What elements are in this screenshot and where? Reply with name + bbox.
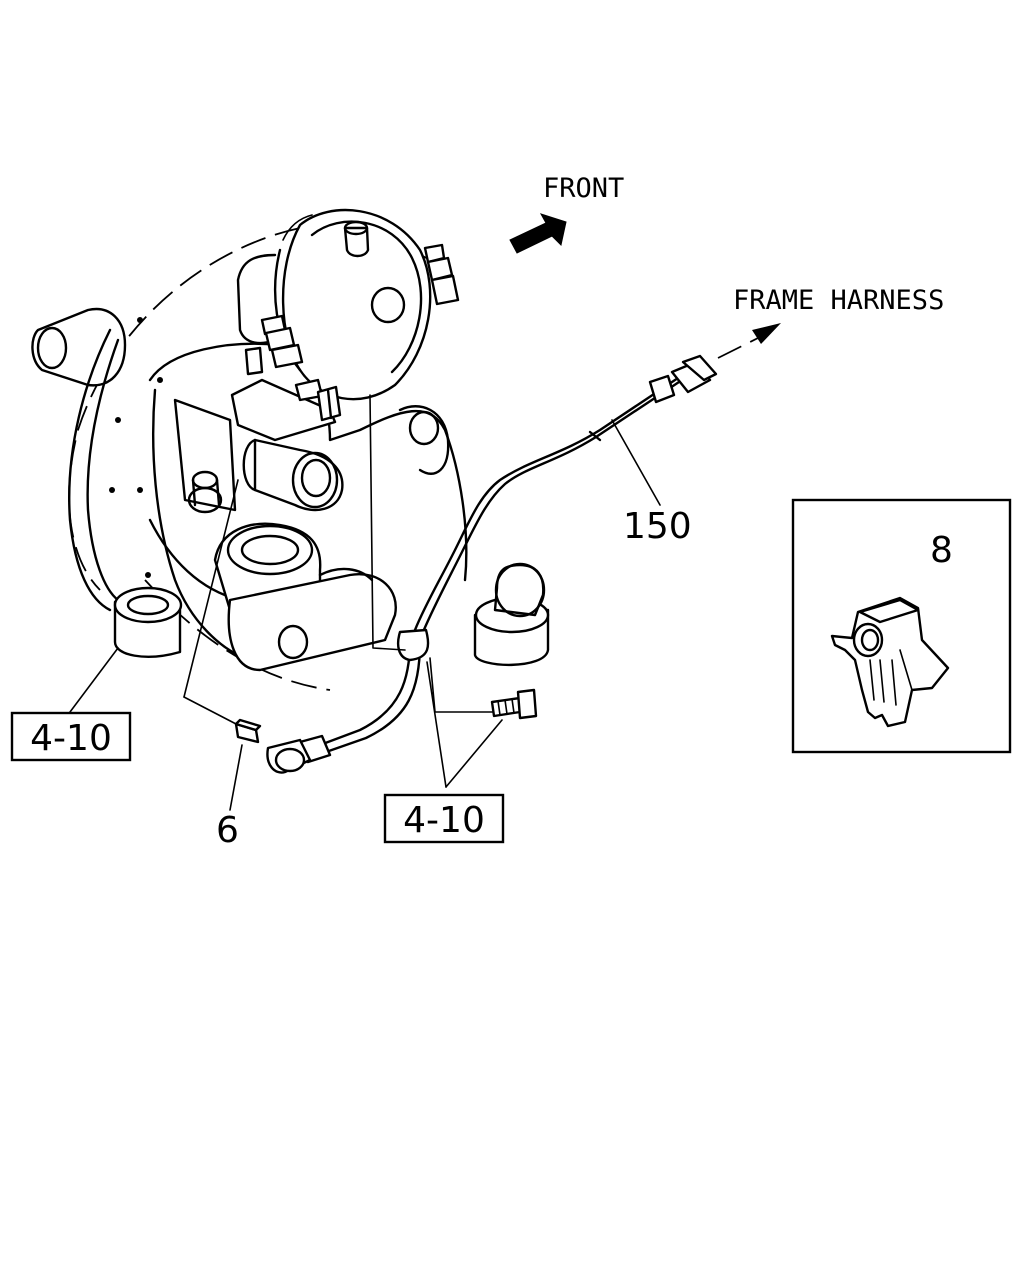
inset-detail: 8 [791,498,1012,754]
ref-box-left-label: 4-10 [30,718,112,759]
part-6-label: 6 [216,810,239,851]
part-8-label: 8 [930,530,953,571]
sensor-harness [266,354,718,774]
axle-stub [31,307,127,387]
part-150-label: 150 [623,506,692,547]
steering-knuckle [148,342,468,672]
sensor-clip-upper [316,385,342,422]
frame-harness-label: FRAME HARNESS [733,285,944,316]
harness-clip [830,596,950,728]
bushing [113,586,183,658]
front-label: FRONT [543,173,624,204]
small-clip [234,718,262,744]
ref-box-left[interactable]: 4-10 [10,711,132,762]
ref-box-center-label: 4-10 [403,800,485,841]
front-arrow-icon [509,213,567,254]
harness-direction-arrow-icon [717,323,781,359]
ref-box-center[interactable]: 4-10 [383,793,505,844]
bolt [490,688,538,720]
brake-chamber [236,208,460,402]
brake-disc [68,317,163,612]
leader-lines [69,394,919,811]
ball-joint [473,562,550,667]
